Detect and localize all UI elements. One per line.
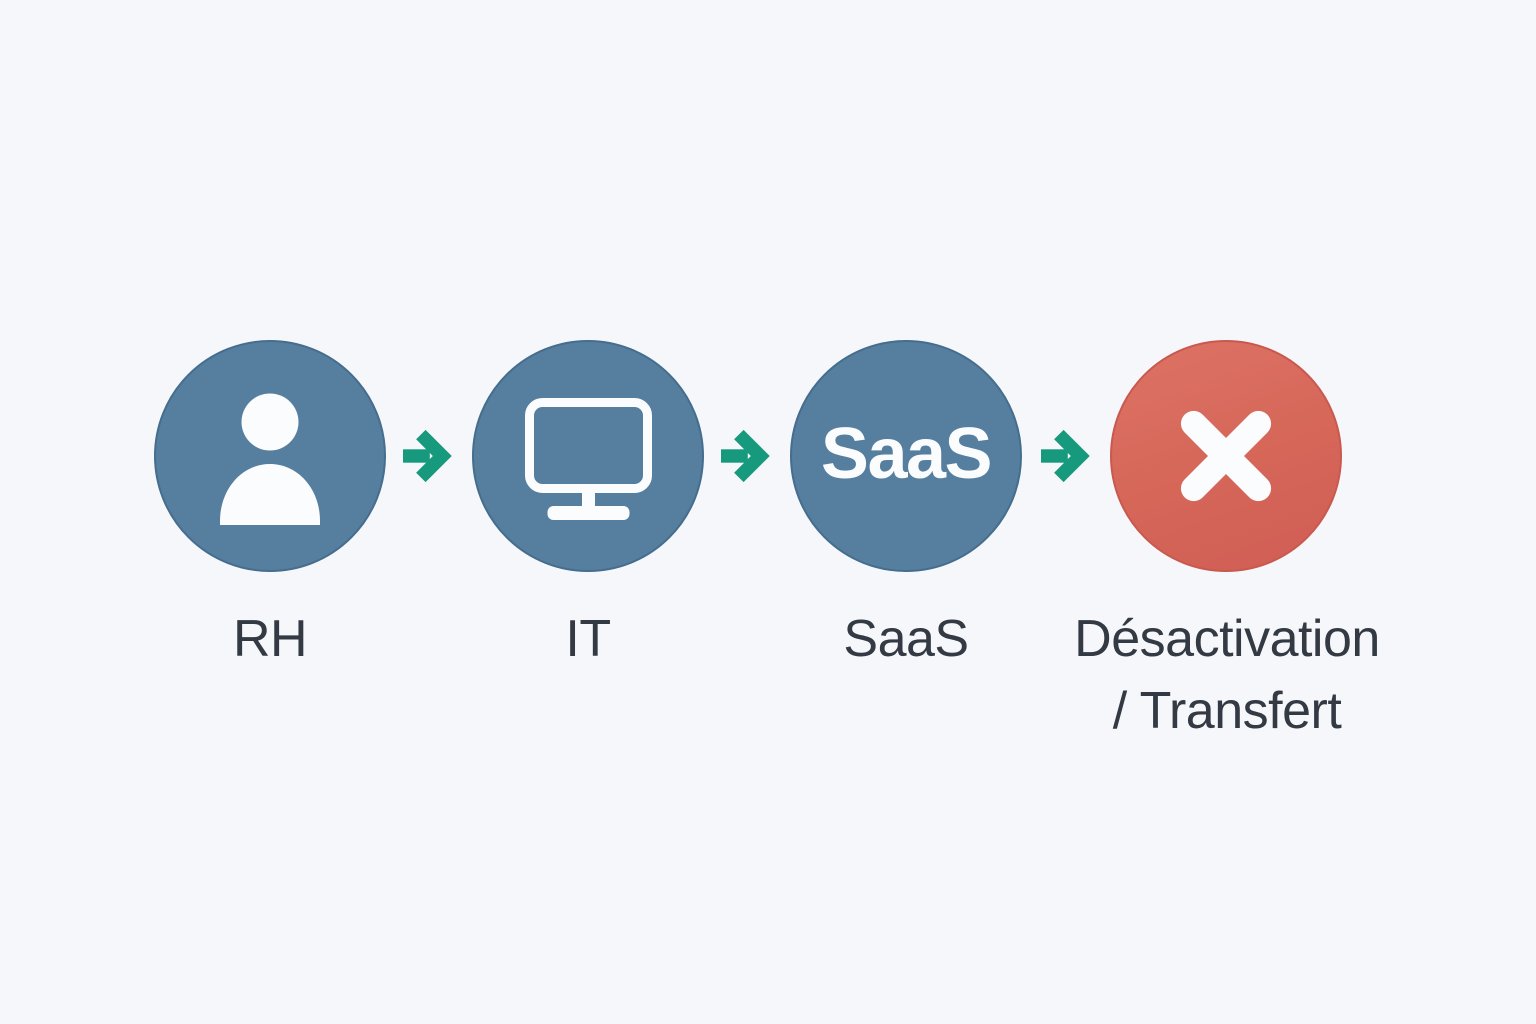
step-circle-deactivation <box>1110 340 1342 572</box>
step-label-rh: RH <box>232 603 308 675</box>
step-label-saas: SaaS <box>843 603 969 675</box>
step-circle-it <box>472 340 704 572</box>
step-label-it: IT <box>565 603 611 675</box>
arrow-right-icon <box>1041 429 1090 483</box>
user-icon <box>220 393 320 525</box>
step-label-line: RH <box>232 610 308 668</box>
x-icon <box>1180 410 1272 502</box>
step-label-line: SaaS <box>843 610 969 668</box>
saas-circle-text: SaaS <box>820 414 993 494</box>
step-label-line: / Transfert <box>1112 682 1342 740</box>
step-label-line: IT <box>565 610 611 668</box>
step-label-deactivation: Désactivation / Transfert <box>1074 603 1380 747</box>
step-circle-saas: SaaS <box>790 340 1022 572</box>
arrow-right-icon <box>403 429 452 483</box>
step-label-line: Désactivation <box>1074 610 1380 668</box>
arrow-right-icon <box>721 429 770 483</box>
step-circle-rh <box>154 340 386 572</box>
monitor-icon <box>524 397 652 520</box>
